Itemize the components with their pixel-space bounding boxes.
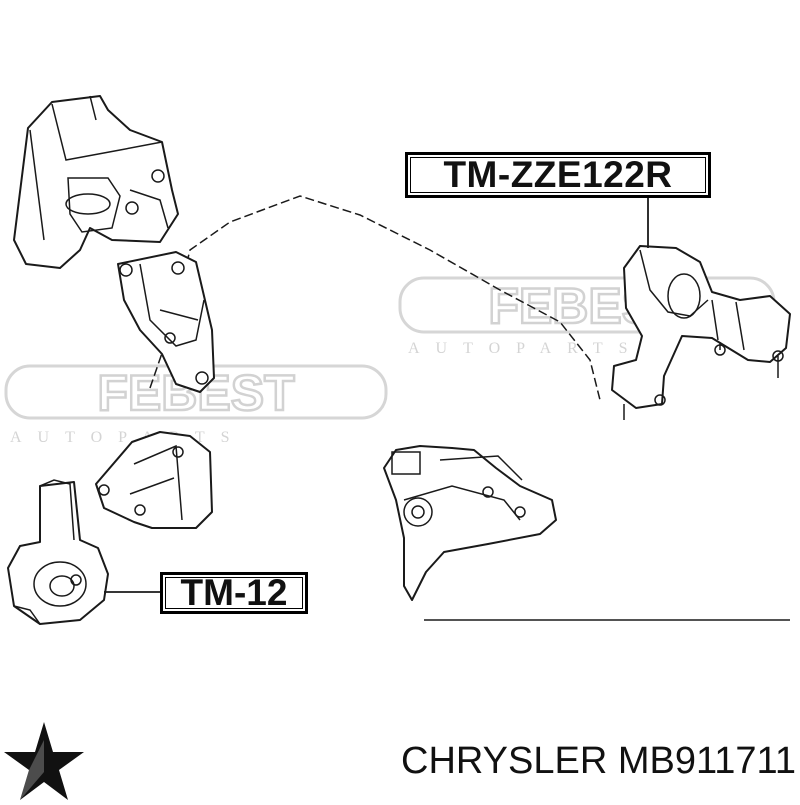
- watermark-right-sub: AUTOPARTS: [408, 340, 644, 357]
- upper-part-code-label: TM-ZZE122R: [405, 152, 711, 198]
- lower-part-code-label: TM-12: [160, 572, 308, 614]
- pentastar-icon: [4, 722, 84, 800]
- small-bracket: [95, 431, 213, 529]
- brand-part-number-caption: CHRYSLER MB911711: [401, 740, 796, 782]
- engine-outline-line: [149, 195, 601, 401]
- middle-bracket: [117, 251, 215, 393]
- right-mount-part: [611, 245, 791, 420]
- upper-left-bracket: [13, 95, 179, 269]
- watermark-left-sub: AUTOPARTS: [10, 429, 246, 446]
- rear-bracket-part: [383, 445, 790, 621]
- front-mount-part: [7, 479, 109, 625]
